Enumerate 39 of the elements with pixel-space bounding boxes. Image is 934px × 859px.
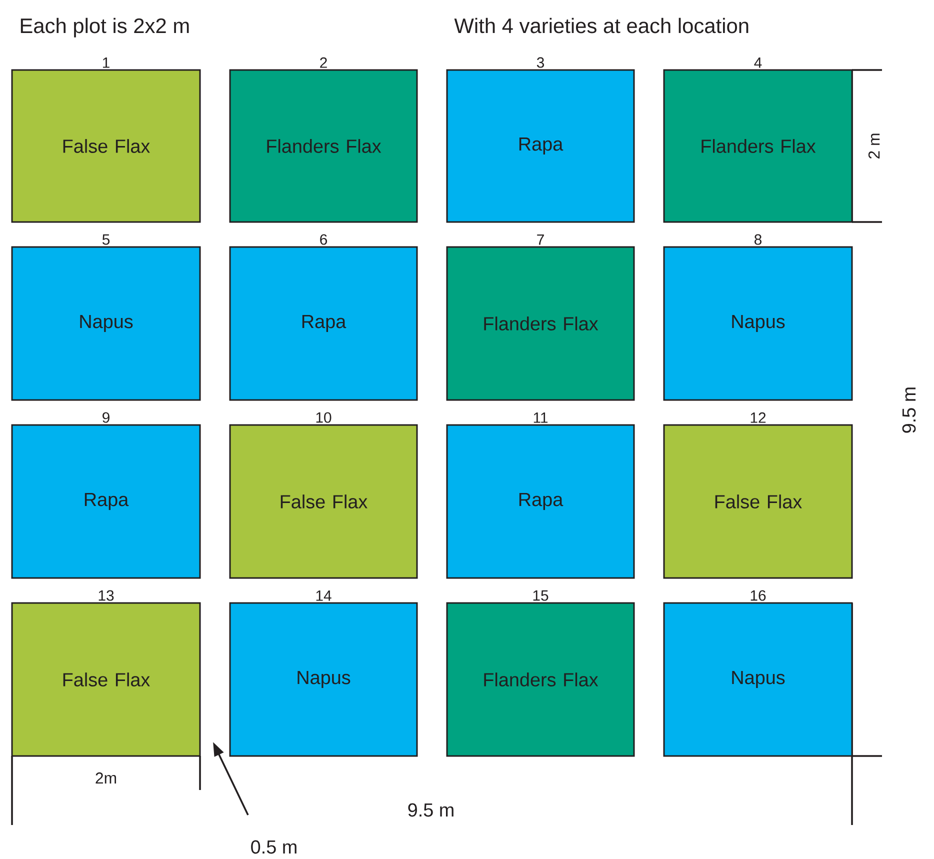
dimension-label: 2m	[96, 772, 116, 784]
plot-box: Rapa	[11, 424, 201, 579]
plot-number: 4	[754, 58, 762, 68]
plot-number: 13	[98, 590, 114, 601]
plot-box: Napus	[663, 246, 853, 401]
plot-box: Flanders Flax	[663, 69, 853, 223]
plot-number: 14	[316, 590, 332, 601]
plot-number: 6	[320, 234, 327, 245]
plot-number: 9	[102, 412, 110, 423]
plot-box: False Flax	[11, 602, 201, 757]
plot-box: Rapa	[446, 69, 635, 223]
heading: Each plot is 2x2 m	[20, 18, 189, 38]
plot-box: False Flax	[229, 424, 418, 579]
plot-number: 15	[533, 590, 548, 601]
plot-number: 3	[536, 57, 544, 68]
plot-box: Rapa	[446, 424, 635, 579]
plot-box: Napus	[11, 246, 201, 401]
plot-number: 7	[537, 234, 544, 245]
plot-number: 11	[534, 412, 548, 423]
plot-box: Rapa	[229, 246, 418, 401]
dimension-label: 0.5 m	[251, 840, 296, 854]
dimension-label: 9.5 m	[408, 803, 454, 817]
plot-box: Flanders Flax	[229, 69, 418, 223]
plot-box: False Flax	[663, 424, 853, 579]
plot-number: 12	[750, 412, 766, 423]
dimension-label: 2 m	[868, 134, 880, 158]
plot-box: Napus	[229, 602, 418, 757]
plot-box: False Flax	[11, 69, 201, 223]
plot-box: Flanders Flax	[446, 246, 635, 401]
plot-number: 2	[320, 57, 327, 68]
plot-number: 1	[103, 58, 110, 68]
dimension-label: 9.5 m	[902, 388, 916, 433]
plot-box: Napus	[663, 602, 853, 757]
plot-number: 5	[102, 234, 110, 245]
plot-number: 8	[754, 234, 762, 245]
heading: With 4 varieties at each location	[454, 18, 748, 34]
plot-box: Flanders Flax	[446, 602, 635, 757]
plot-number: 16	[750, 590, 766, 601]
plot-number: 10	[316, 412, 332, 423]
